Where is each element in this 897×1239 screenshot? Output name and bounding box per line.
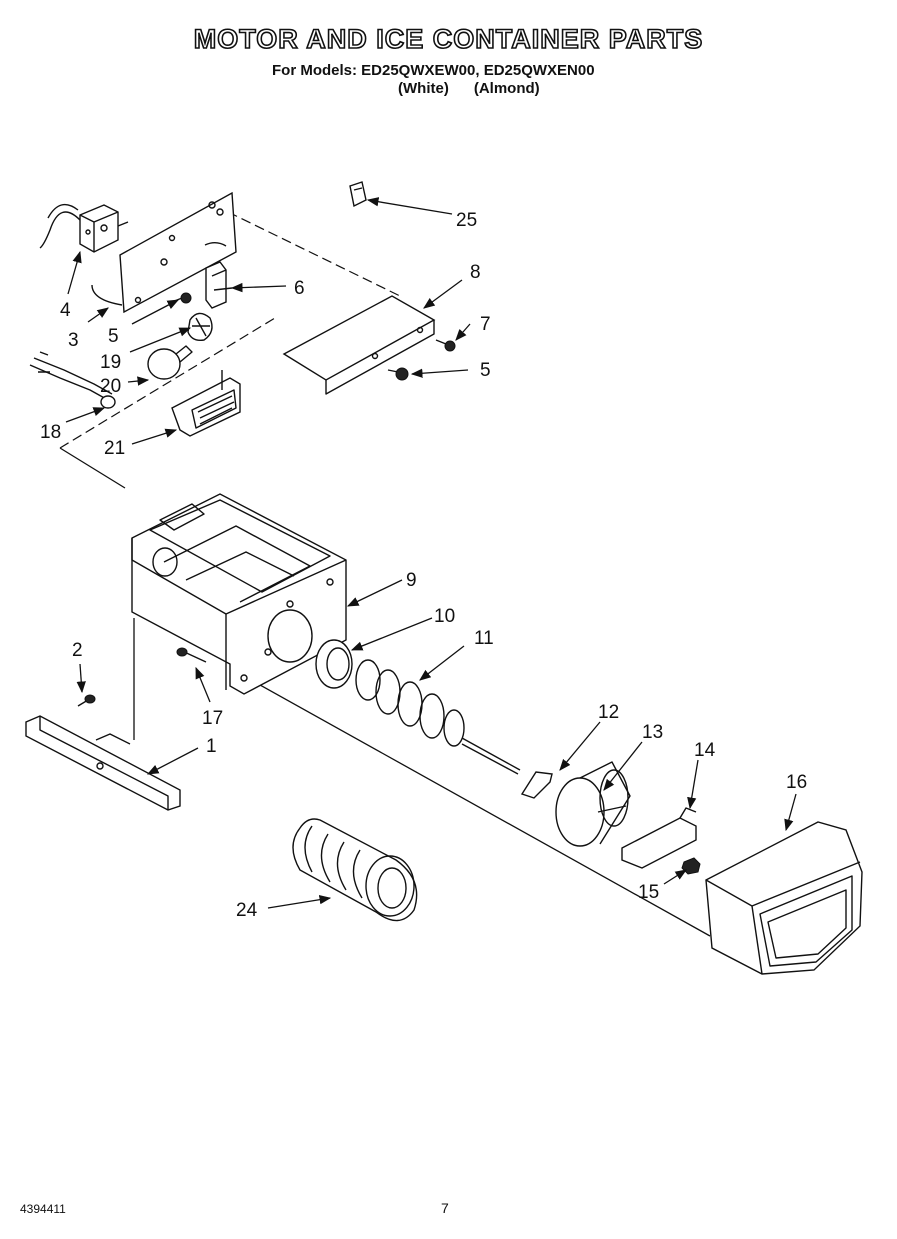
assembly-guide-line: [243, 675, 711, 937]
mounting-bracket: [621, 807, 697, 869]
motor: [39, 203, 129, 253]
callout-8: 8: [470, 262, 481, 283]
leader-arrow: [346, 579, 403, 607]
leader-arrow: [131, 428, 178, 445]
light-shield: [171, 370, 241, 437]
callout-25: 25: [456, 210, 477, 231]
leader-arrow: [410, 368, 469, 378]
callout-11: 11: [474, 628, 494, 649]
model-list: For Models: ED25QWXEW00, ED25QWXEN00 (Wh…: [272, 62, 595, 97]
lamp-socket: [187, 312, 213, 342]
callout-18: 18: [40, 422, 61, 443]
callout-15: 15: [638, 882, 659, 903]
callout-10: 10: [434, 606, 455, 627]
callout-24: 24: [236, 900, 258, 921]
cover-plate: [282, 295, 436, 395]
leader-arrow: [146, 747, 199, 775]
callout-5-left: 5: [108, 326, 119, 347]
callout-6: 6: [294, 278, 305, 299]
leader-arrow: [603, 741, 643, 791]
callout-3: 3: [68, 330, 79, 351]
callout-20: 20: [100, 376, 121, 397]
leader-arrow: [87, 307, 109, 323]
bearing: [315, 639, 353, 689]
leader-arrow: [663, 869, 687, 885]
screw: [435, 339, 456, 352]
leader-arrow: [129, 327, 192, 353]
leader-arrow: [419, 645, 465, 681]
document-number: 4394411: [20, 1202, 66, 1216]
leader-arrow: [131, 299, 180, 325]
leader-arrow: [350, 617, 433, 651]
callout-9: 9: [406, 570, 417, 591]
drive-coupling: [292, 818, 418, 922]
models-line: For Models: ED25QWXEW00, ED25QWXEN00: [272, 62, 595, 79]
callout-19: 19: [100, 352, 121, 373]
screw: [387, 367, 409, 381]
leader-arrow: [67, 250, 82, 295]
screw: [176, 647, 207, 663]
leader-arrow: [65, 407, 106, 423]
crusher-housing: [555, 761, 631, 847]
variant-white: (White): [398, 80, 449, 97]
leader-arrow: [267, 895, 332, 909]
callout-14: 14: [694, 740, 716, 761]
blade: [520, 771, 553, 799]
callout-13: 13: [642, 722, 663, 743]
model-variants: (White) (Almond): [398, 80, 540, 98]
assembly-guide-line: [59, 447, 126, 489]
ice-container: [131, 493, 347, 695]
callout-17: 17: [202, 708, 223, 729]
leader-arrow: [784, 793, 797, 832]
leader-arrow: [559, 721, 601, 771]
clip: [349, 181, 367, 208]
page-title: MOTOR AND ICE CONTAINER PARTS: [193, 23, 704, 55]
leader-arrow: [423, 279, 463, 309]
callout-16: 16: [786, 772, 807, 793]
callout-4: 4: [60, 300, 71, 321]
leader-arrow: [366, 197, 453, 215]
leader-arrow: [455, 323, 471, 341]
bracket: [25, 715, 181, 811]
screw: [77, 694, 96, 707]
assembly-guide-line: [227, 211, 401, 297]
callout-1: 1: [206, 736, 217, 757]
callout-7: 7: [480, 314, 491, 335]
variant-almond: (Almond): [473, 80, 540, 97]
auger: [355, 659, 521, 775]
leader-arrow: [195, 666, 211, 703]
wire-harness: [29, 351, 116, 409]
front-cover: [705, 821, 863, 975]
switch: [205, 261, 233, 309]
leader-arrow: [127, 376, 150, 386]
callout-12: 12: [598, 702, 619, 723]
leader-arrow: [230, 282, 287, 293]
nut: [681, 857, 701, 875]
leader-arrow: [76, 663, 86, 694]
callout-21: 21: [104, 438, 125, 459]
light-bulb: [147, 345, 193, 380]
motor-bracket: [91, 191, 237, 314]
assembly-guide-line: [59, 317, 276, 449]
callout-2: 2: [72, 640, 83, 661]
callout-5-right: 5: [480, 360, 491, 381]
leader-arrow: [687, 759, 699, 810]
page-number: 7: [441, 1200, 449, 1216]
